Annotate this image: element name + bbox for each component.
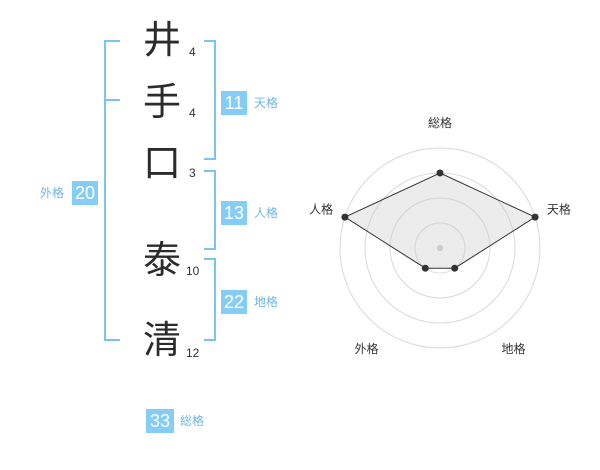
stroke-count-5: 12 [186, 346, 200, 360]
radar-axis-label-3: 地格 [501, 341, 525, 356]
gaikaku-label: 外格 [40, 186, 65, 200]
chikaku-value: 22 [221, 290, 247, 314]
tenkaku-bracket [204, 40, 216, 160]
jinkaku-bracket [204, 170, 216, 250]
name-char-1: 井 [143, 18, 182, 62]
radar-axis-label-5: 人格 [309, 201, 333, 216]
radar-axis-label-1: 総格 [428, 115, 452, 130]
gaikaku-bracket [104, 40, 120, 341]
soukaku-value: 33 [146, 409, 174, 433]
chikaku-bracket [204, 258, 216, 341]
gaikaku-value: 20 [72, 181, 98, 205]
radar-point-5 [341, 213, 349, 221]
soukaku-label: 総格 [180, 414, 205, 428]
stroke-count-1: 4 [189, 45, 196, 59]
name-char-3: 口 [143, 141, 182, 185]
radar-point-2 [531, 213, 539, 221]
radar-center [437, 245, 443, 251]
radar-axis-label-4: 外格 [354, 341, 378, 356]
radar-point-4 [421, 264, 429, 272]
radar-axis-label-2: 天格 [547, 201, 571, 216]
name-char-2: 手 [143, 80, 182, 124]
radar-ring-2 [389, 197, 491, 299]
tenkaku-value: 11 [221, 91, 247, 115]
stroke-count-4: 10 [186, 264, 200, 278]
name-char-5: 清 [143, 318, 182, 362]
tenkaku-label: 天格 [254, 96, 279, 110]
radar-ring-1 [414, 222, 466, 274]
gaikaku-bracket-mid [104, 99, 120, 101]
radar-point-1 [436, 169, 444, 177]
radar-polygon [343, 172, 537, 269]
stroke-count-2: 4 [189, 106, 196, 120]
jinkaku-label: 人格 [254, 206, 279, 220]
chikaku-label: 地格 [254, 295, 279, 309]
radar-point-3 [451, 264, 459, 272]
stroke-count-3: 3 [189, 166, 196, 180]
jinkaku-value: 13 [221, 201, 247, 225]
name-char-4: 泰 [143, 238, 182, 282]
